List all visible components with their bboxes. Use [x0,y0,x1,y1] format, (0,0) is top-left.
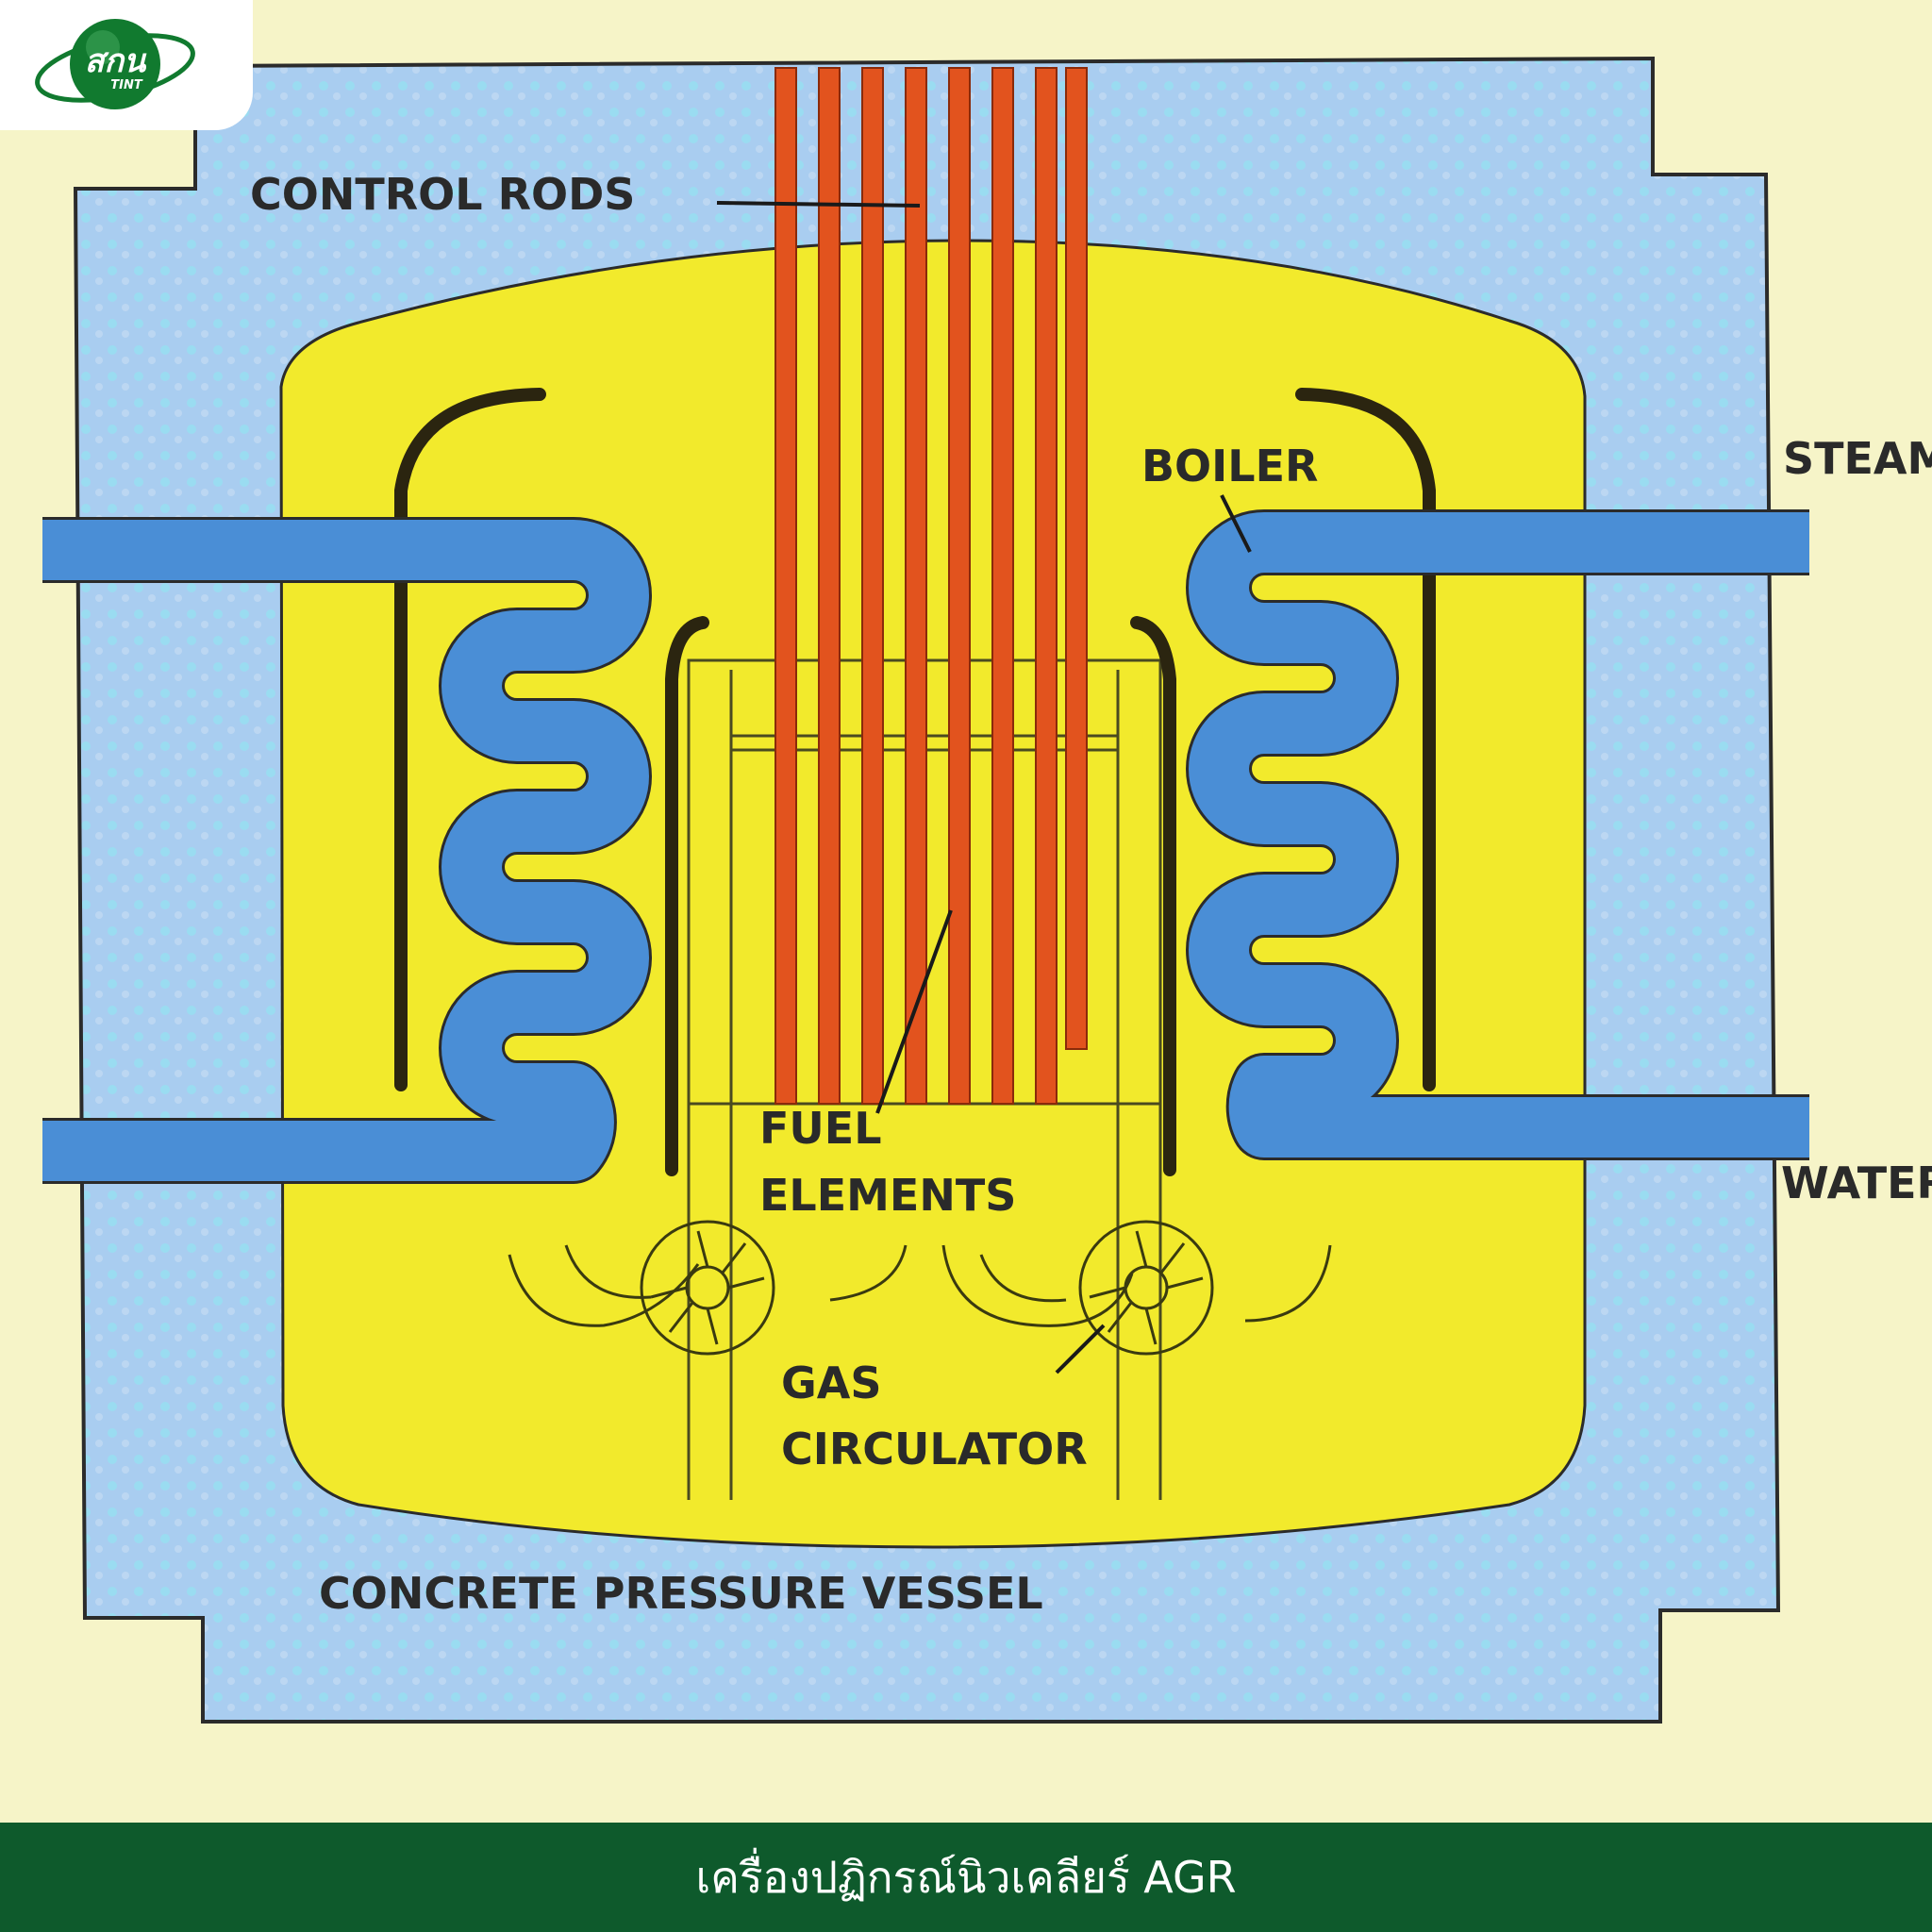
caption-text: เครื่องปฏิกรณ์นิวเคลียร์ AGR [695,1851,1237,1903]
label-fuel-elements-line2: ELEMENTS [759,1170,1016,1221]
control-rod [774,67,797,1105]
control-rod [1065,67,1088,1050]
label-fuel-elements-line1: FUEL [759,1103,882,1154]
control-rod [818,67,841,1105]
label-concrete-pressure-vessel: CONCRETE PRESSURE VESSEL [319,1568,1043,1619]
agr-reactor-diagram: CONTROL RODS BOILER STEAM WATER FUEL ELE… [42,56,1932,1724]
label-gas-circulator-line2: CIRCULATOR [781,1424,1088,1474]
label-gas-circulator-line1: GAS [781,1357,882,1408]
control-rod [948,67,971,1105]
logo-subtext: TINT [110,78,143,92]
label-water: WATER [1781,1158,1932,1208]
control-rod [861,67,884,1105]
leader-lines [716,201,1252,1374]
caption-bar: เครื่องปฏิกรณ์นิวเคลียร์ AGR [0,1823,1932,1932]
control-rod [905,67,927,1105]
control-rod [1035,67,1058,1105]
logo-text: สกน [85,42,147,80]
label-boiler: BOILER [1141,441,1318,491]
tint-logo-icon: สกน TINT [35,19,195,109]
gas-circulator-left [508,1220,908,1356]
gas-circulator-right [941,1220,1332,1356]
control-rods [774,67,1088,1105]
control-rod [991,67,1014,1105]
label-control-rods: CONTROL RODS [250,169,635,220]
boiler-baffles [394,388,1436,1176]
label-steam: STEAM [1783,433,1932,484]
logo-card: สกน TINT [0,0,253,130]
